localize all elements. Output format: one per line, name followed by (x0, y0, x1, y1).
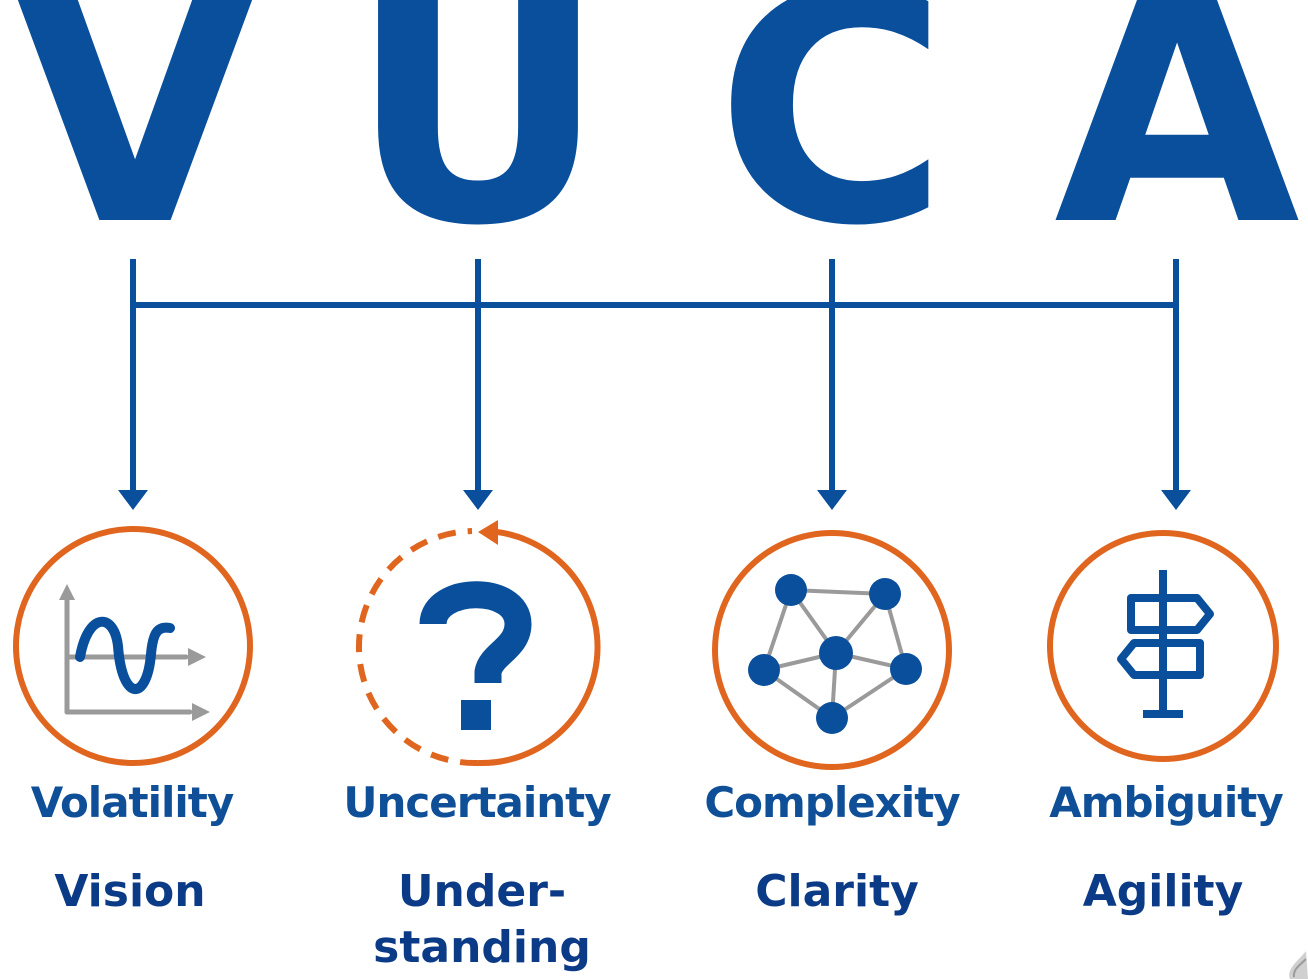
volatility-wave-chart-icon (13, 526, 253, 766)
letter-u: U (348, 0, 608, 295)
letter-a: A (1053, 0, 1301, 295)
letter-c: C (715, 0, 949, 295)
term-volatility: Volatility (30, 778, 235, 827)
counter-vision: Vision (54, 866, 206, 917)
counter-understanding: Under- standing (373, 866, 591, 973)
counter-agility: Agility (1082, 866, 1244, 917)
question-mark-cycle-icon (355, 520, 601, 767)
arrowheads (118, 490, 1191, 510)
network-nodes-icon (712, 530, 952, 770)
signpost-icon (1047, 530, 1279, 762)
corner-emblem-icon (1289, 951, 1308, 979)
letter-v: V (11, 0, 259, 295)
connector-lines (130, 259, 1179, 495)
term-ambiguity: Ambiguity (1049, 778, 1284, 827)
term-uncertainty: Uncertainty (343, 778, 611, 827)
term-complexity: Complexity (704, 778, 960, 827)
counter-clarity: Clarity (755, 866, 919, 917)
